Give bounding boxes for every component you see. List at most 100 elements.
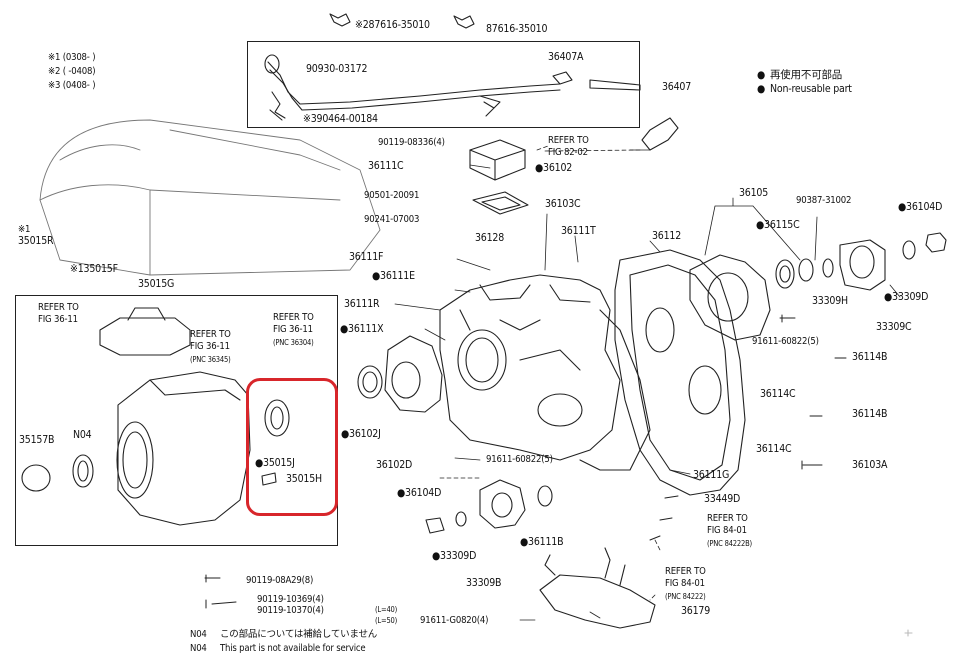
- variant-note-1: ※1 (0308- ): [48, 52, 96, 63]
- top-hose-frame: [247, 41, 640, 128]
- part-label: 90119-08A29(8): [246, 575, 314, 586]
- part-label: 36112: [652, 230, 682, 242]
- legend-bullet-2: ●: [757, 83, 766, 95]
- reference-note: (PNC 36304): [273, 338, 314, 347]
- part-label: 90119-08336(4): [378, 137, 445, 148]
- part-label: 90930-03172: [306, 63, 368, 75]
- bracket: [539, 547, 656, 629]
- part-label: 36128: [475, 232, 505, 244]
- part-label: 36407: [662, 81, 692, 93]
- reference-note: FIG 82-02: [548, 147, 588, 158]
- part-label: 36105: [739, 187, 769, 199]
- part-label: 33309H: [812, 295, 848, 307]
- part-label: 36114B: [852, 408, 888, 420]
- reference-note: FIG 36-11: [38, 314, 78, 325]
- reference-note: (PNC 84222B): [707, 539, 752, 548]
- part-label: 36111F: [349, 251, 384, 263]
- variant-note-3: ※3 (0408- ): [48, 80, 96, 91]
- part-label: ●36102J: [341, 428, 381, 440]
- part-label: 90387-31002: [796, 195, 852, 206]
- adapter-housing: [21, 307, 290, 526]
- reference-note: FIG 36-11: [190, 341, 230, 352]
- breather-hose-assembly: [264, 13, 679, 151]
- reference-note: REFER TO: [665, 566, 706, 577]
- reference-dashed-lines: [439, 145, 661, 601]
- part-label: ●36104D: [898, 201, 943, 213]
- part-label: ※390464-00184: [303, 113, 378, 125]
- part-label: 91611-60822(5): [486, 454, 553, 465]
- part-label: ●36111E: [372, 270, 415, 282]
- part-label: 33309B: [466, 577, 502, 589]
- extension-housing: [689, 232, 947, 341]
- legend-line-1: 再使用不可部品: [770, 69, 843, 81]
- part-label: 91611-G0820(4): [420, 615, 489, 626]
- length-note: (L=40): [375, 605, 398, 614]
- reference-note: REFER TO: [548, 135, 589, 146]
- reference-note: (PNC 36345): [190, 355, 231, 364]
- reference-note: (PNC 84222): [665, 592, 706, 601]
- pump-cover: [469, 139, 529, 215]
- highlight-box: [246, 378, 338, 516]
- part-label: 35157B: [19, 434, 55, 446]
- part-label: 36114C: [760, 388, 796, 400]
- reference-note: FIG 84-01: [707, 525, 747, 536]
- front-output-housing: [357, 335, 443, 413]
- leader-lines: [394, 149, 901, 621]
- part-label: ●36104D: [397, 487, 442, 499]
- transmission-ghost-outline: [39, 119, 381, 276]
- part-label: 35015G: [138, 278, 175, 290]
- part-label: ●33309D: [432, 550, 477, 562]
- part-label: 36103A: [852, 459, 888, 471]
- part-label: 36103C: [545, 198, 581, 210]
- reference-note: REFER TO: [190, 329, 231, 340]
- legend-line-2: Non-reusable part: [770, 83, 852, 95]
- part-label: 36407A: [548, 51, 584, 63]
- part-label: 91611-60822(5): [752, 336, 819, 347]
- part-label: ●36102: [535, 162, 573, 174]
- part-label: 36179: [681, 605, 711, 617]
- part-label: 36111R: [344, 298, 380, 310]
- part-label: ●33309D: [884, 291, 929, 303]
- page-mark: [904, 629, 913, 637]
- part-label: 36111C: [368, 160, 404, 172]
- part-label: 36114B: [852, 351, 888, 363]
- part-label: 33449D: [704, 493, 741, 505]
- part-label: ●36111B: [520, 536, 564, 548]
- transfer-rear-case: [614, 249, 746, 496]
- part-label: 90241-07003: [364, 214, 420, 225]
- reference-note: FIG 84-01: [665, 578, 705, 589]
- footnote-text: この部品については補給していません: [220, 629, 378, 640]
- reference-note: REFER TO: [38, 302, 79, 313]
- reference-note: REFER TO: [707, 513, 748, 524]
- part-label: N04: [73, 429, 92, 441]
- legend-bullet-1: ●: [757, 69, 766, 81]
- variant-note-2: ※2 ( -0408): [48, 66, 96, 77]
- front-flange-parts: [425, 479, 553, 534]
- part-label: ※287616-35010: [355, 19, 430, 31]
- part-label: 35015H: [286, 473, 322, 485]
- part-label: ●36115C: [756, 219, 800, 231]
- reference-note: FIG 36-11: [273, 324, 313, 335]
- footnote-code: N04: [190, 629, 207, 640]
- length-note: (L=50): [375, 616, 398, 625]
- transfer-front-case: [439, 274, 651, 471]
- part-label: ●36111X: [340, 323, 384, 335]
- part-label: 36111T: [561, 225, 596, 237]
- part-label: 35015R: [18, 235, 54, 247]
- part-label: 90119-10369(4): [257, 594, 324, 605]
- part-label: 90501-20091: [364, 190, 420, 201]
- reference-note: REFER TO: [273, 312, 314, 323]
- bolt-group: [204, 314, 847, 609]
- part-label: 87616-35010: [486, 23, 548, 35]
- variant-mark: ※1: [18, 224, 31, 235]
- part-label: ※135015F: [70, 263, 118, 275]
- part-label: 36111G: [693, 469, 730, 481]
- footnote-code: N04: [190, 643, 207, 654]
- part-label: 36114C: [756, 443, 792, 455]
- part-label: 33309C: [876, 321, 912, 333]
- part-label: 90119-10370(4): [257, 605, 324, 616]
- footnote-text: This part is not available for service: [220, 643, 366, 654]
- part-label: ●35015J: [255, 457, 295, 469]
